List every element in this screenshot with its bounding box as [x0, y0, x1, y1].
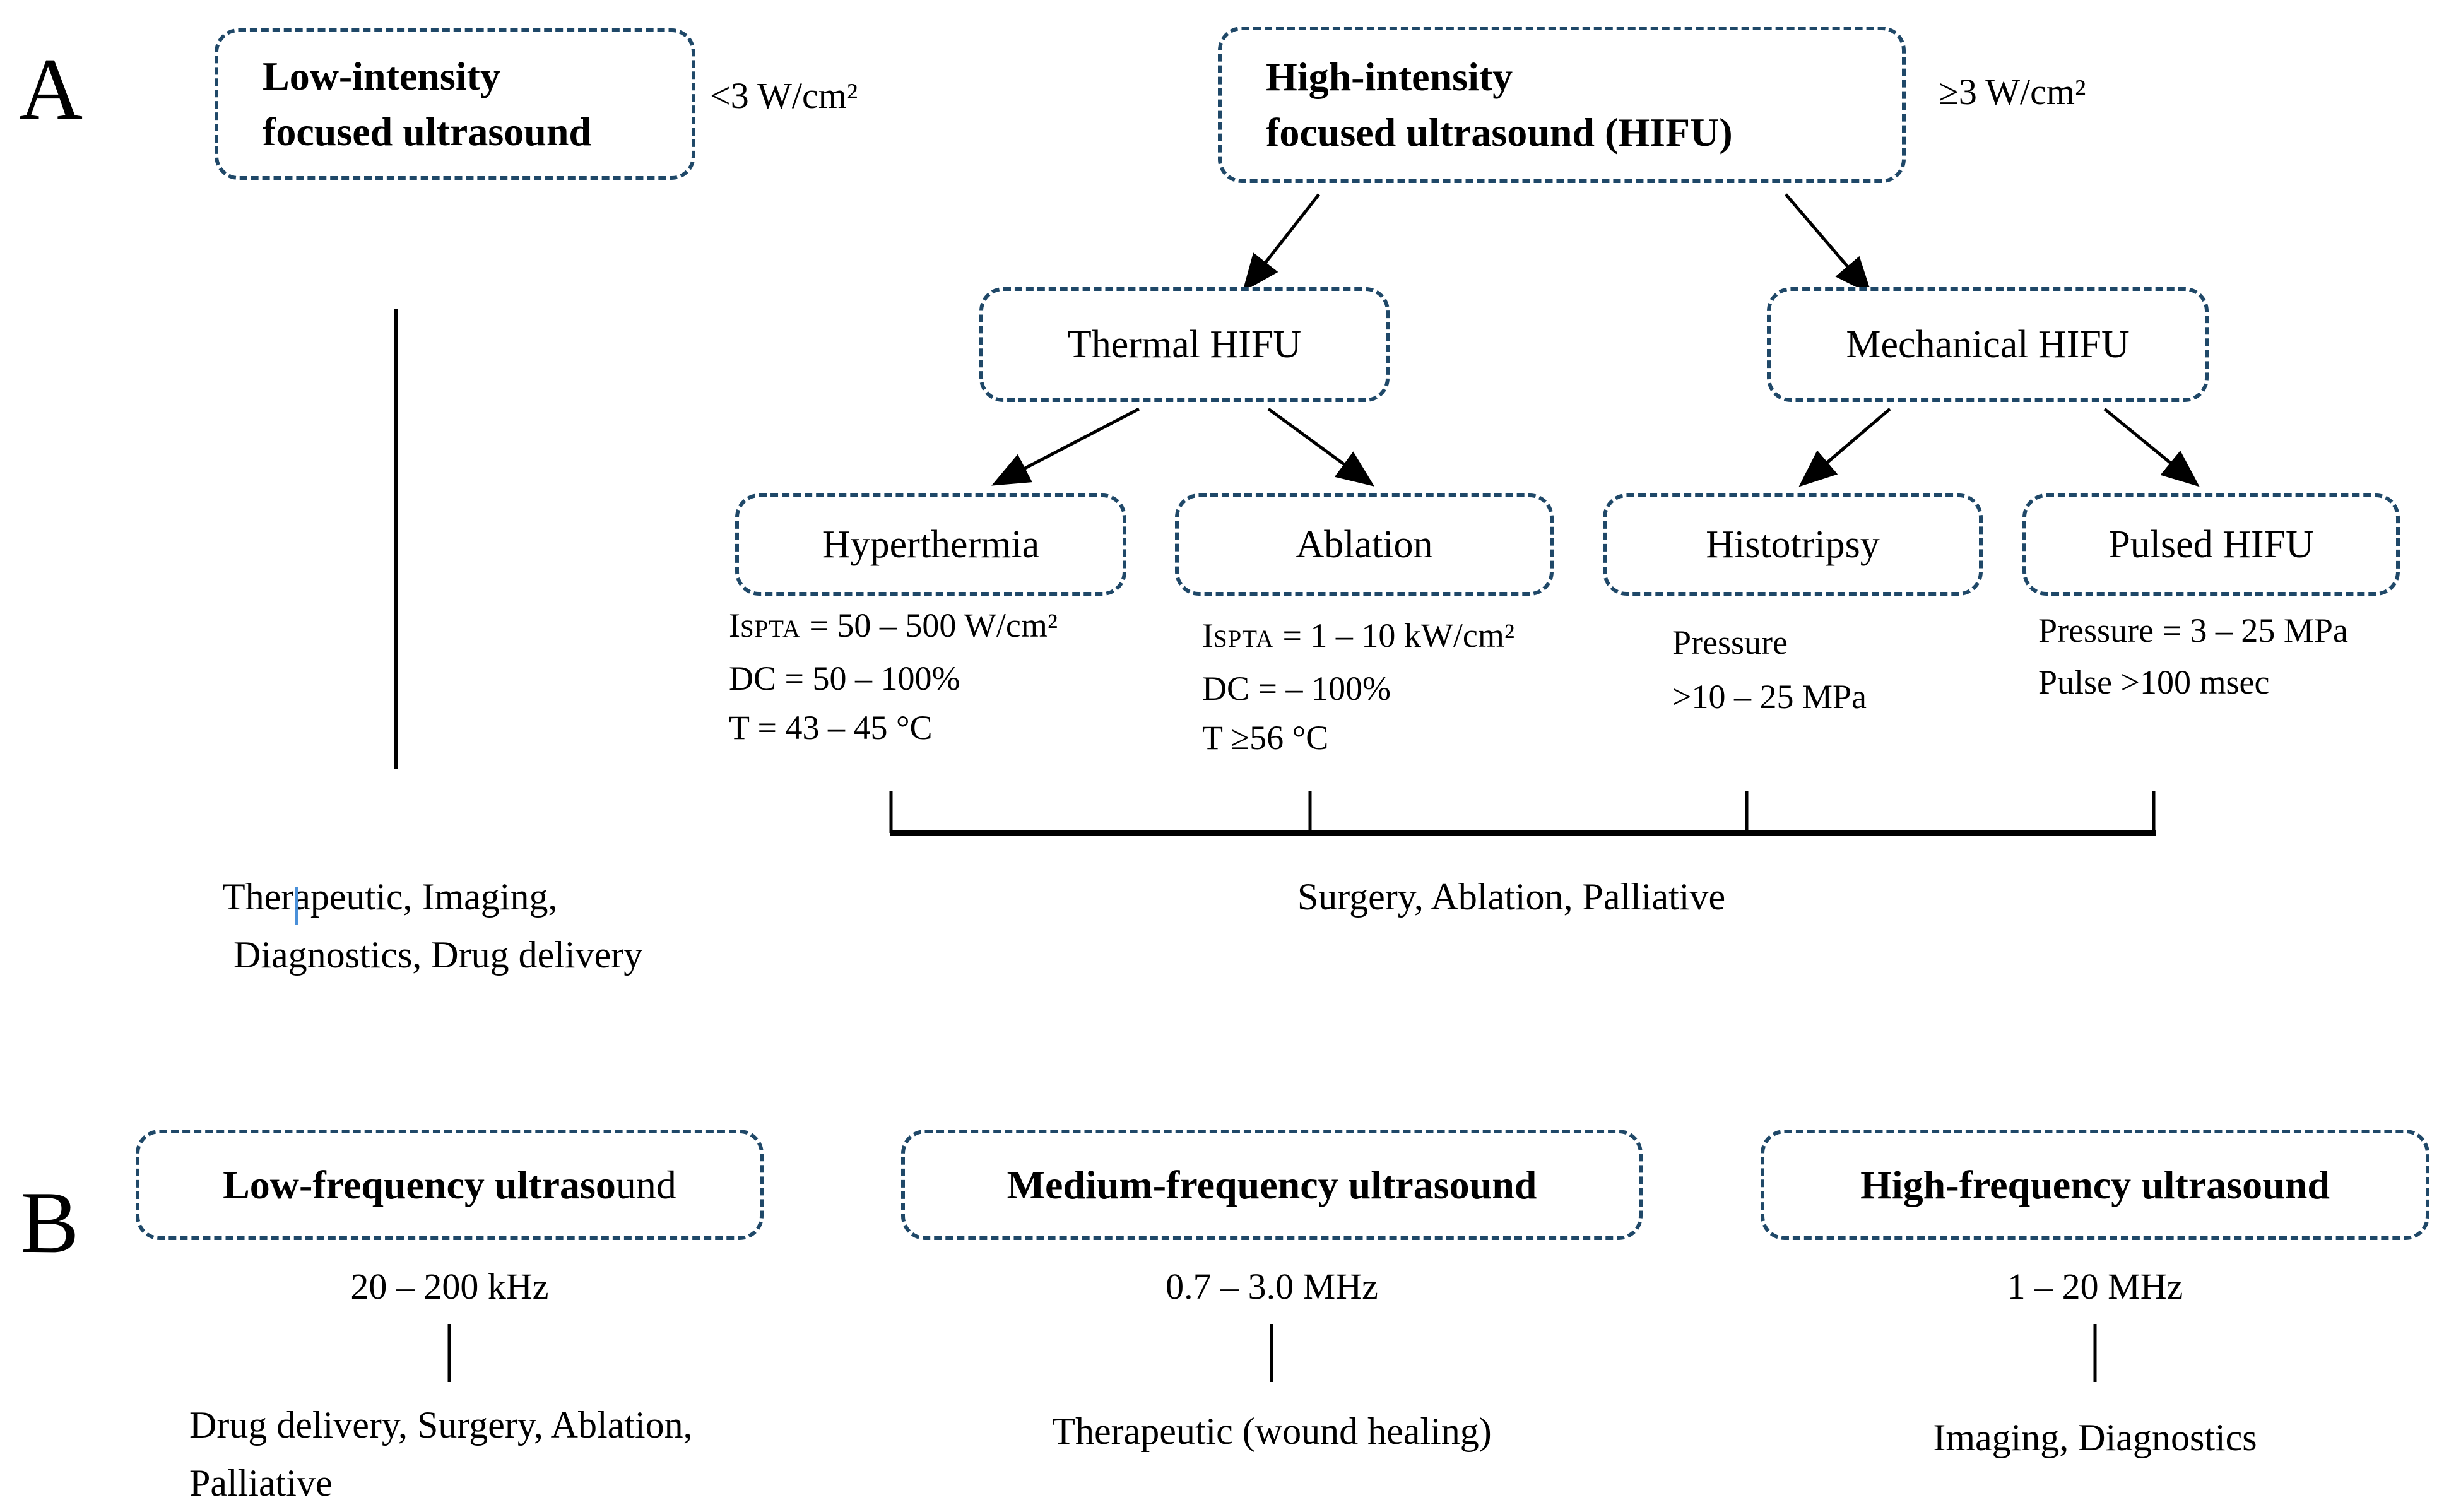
ablation-details: ISPTA = 1 – 10 kW/cm² DC = – 100% T ≥56 … [1202, 611, 1514, 762]
pulsed-hifu-label: Pulsed HIFU [2108, 523, 2314, 566]
text-cursor-artifact [295, 887, 298, 925]
low-intensity-label-line1: Low-intensity [263, 54, 500, 98]
arrow-mechanical-to-histotripsy [1798, 408, 1891, 487]
arrow-hifu-to-thermal [1242, 193, 1320, 292]
high-frequency-label: High-frequency ultrasound [1860, 1157, 2330, 1213]
arrow-mechanical-to-pulsed-hifu [2103, 408, 2200, 487]
low-frequency-label: Low-frequency ultrasound [223, 1157, 676, 1213]
ispta-subscript: SPTA [1213, 625, 1274, 653]
bracket-caption: Surgery, Ablation, Palliative [1297, 876, 1726, 918]
mechanical-hifu-box: Mechanical HIFU [1767, 287, 2209, 402]
ablation-detail-line1: ISPTA = 1 – 10 kW/cm² [1202, 611, 1514, 664]
high-frequency-range: 1 – 20 MHz [2007, 1266, 2183, 1307]
medium-frequency-box: Medium-frequency ultrasound [901, 1130, 1643, 1240]
medium-frequency-range: 0.7 – 3.0 MHz [1166, 1266, 1378, 1307]
high-intensity-box: High-intensity focused ultrasound (HIFU) [1218, 27, 1906, 183]
high-frequency-box: High-frequency ultrasound [1761, 1130, 2429, 1240]
ispta-value: = 1 – 10 kW/cm² [1273, 617, 1515, 654]
hyperthermia-detail-line3: T = 43 – 45 °C [729, 709, 933, 747]
high-frequency-applications: Imaging, Diagnostics [1933, 1417, 2257, 1458]
left-caption-line1: Therapeutic, Imaging, [222, 876, 558, 918]
low-frequency-box: Low-frequency ultrasound [136, 1130, 764, 1240]
ablation-box: Ablation [1175, 493, 1554, 596]
low-frequency-applications-line2: Palliative [189, 1462, 333, 1504]
arrow-thermal-to-hyperthermia [991, 407, 1140, 486]
ispta-value: = 50 – 500 W/cm² [800, 606, 1058, 644]
hyperthermia-label: Hyperthermia [822, 523, 1040, 566]
pulsed-hifu-detail-line1: Pressure = 3 – 25 MPa [2038, 611, 2348, 649]
panel-a-label: A [19, 40, 83, 138]
ispta-symbol: I [729, 606, 740, 644]
ablation-detail-line2: DC = – 100% [1202, 670, 1391, 707]
thermal-hifu-label: Thermal HIFU [1067, 322, 1302, 366]
histotripsy-box: Histotripsy [1603, 493, 1983, 596]
thermal-hifu-box: Thermal HIFU [979, 287, 1390, 402]
left-caption: Therapeutic, Imaging, Diagnostics, Drug … [222, 868, 642, 984]
histotripsy-label: Histotripsy [1706, 523, 1880, 566]
mechanical-hifu-label: Mechanical HIFU [1846, 322, 2130, 366]
ablation-label: Ablation [1296, 523, 1433, 566]
high-intensity-label-line2: focused ultrasound (HIFU) [1266, 110, 1733, 155]
surgery-bracket [889, 791, 2156, 836]
hyperthermia-detail-line2: DC = 50 – 100% [729, 659, 960, 697]
histotripsy-detail-line2: >10 – 25 MPa [1672, 678, 1867, 716]
low-intensity-label-line2: focused ultrasound [263, 109, 591, 154]
high-intensity-threshold: ≥3 W/cm² [1939, 71, 2086, 112]
low-frequency-range: 20 – 200 kHz [350, 1266, 549, 1307]
pulsed-hifu-detail-line2: Pulse >100 msec [2038, 663, 2270, 701]
low-frequency-applications-line1: Drug delivery, Surgery, Ablation, [189, 1404, 693, 1446]
low-intensity-threshold: <3 W/cm² [710, 75, 858, 116]
low-intensity-box: Low-intensity focused ultrasound [215, 28, 695, 180]
hyperthermia-details: ISPTA = 50 – 500 W/cm² DC = 50 – 100% T … [729, 601, 1058, 752]
low-frequency-label-bold: Low-frequency ultraso [223, 1162, 616, 1207]
pulsed-hifu-details: Pressure = 3 – 25 MPa Pulse >100 msec [2038, 605, 2348, 708]
ispta-symbol: I [1202, 617, 1213, 654]
low-frequency-label-regular: und [615, 1162, 676, 1207]
arrow-hifu-to-mechanical [1785, 193, 1872, 295]
left-caption-line2: Diagnostics, Drug delivery [233, 934, 643, 976]
panel-b-label: B [20, 1174, 80, 1272]
ispta-subscript: SPTA [740, 615, 801, 642]
pulsed-hifu-box: Pulsed HIFU [2022, 493, 2400, 596]
arrow-thermal-to-ablation [1267, 407, 1375, 487]
high-frequency-label-bold: High-frequency ultrasound [1860, 1162, 2330, 1207]
medium-frequency-label: Medium-frequency ultrasound [1007, 1157, 1537, 1213]
hyperthermia-detail-line1: ISPTA = 50 – 500 W/cm² [729, 601, 1058, 654]
hyperthermia-box: Hyperthermia [735, 493, 1126, 596]
medium-frequency-label-bold: Medium-frequency ultrasound [1007, 1162, 1537, 1207]
high-intensity-label-line1: High-intensity [1266, 54, 1513, 99]
low-frequency-applications: Drug delivery, Surgery, Ablation, Pallia… [189, 1396, 693, 1512]
medium-frequency-applications: Therapeutic (wound healing) [1052, 1410, 1492, 1452]
histotripsy-detail-line1: Pressure [1672, 623, 1788, 661]
histotripsy-details: Pressure >10 – 25 MPa [1672, 615, 1867, 724]
ablation-detail-line3: T ≥56 °C [1202, 719, 1329, 757]
